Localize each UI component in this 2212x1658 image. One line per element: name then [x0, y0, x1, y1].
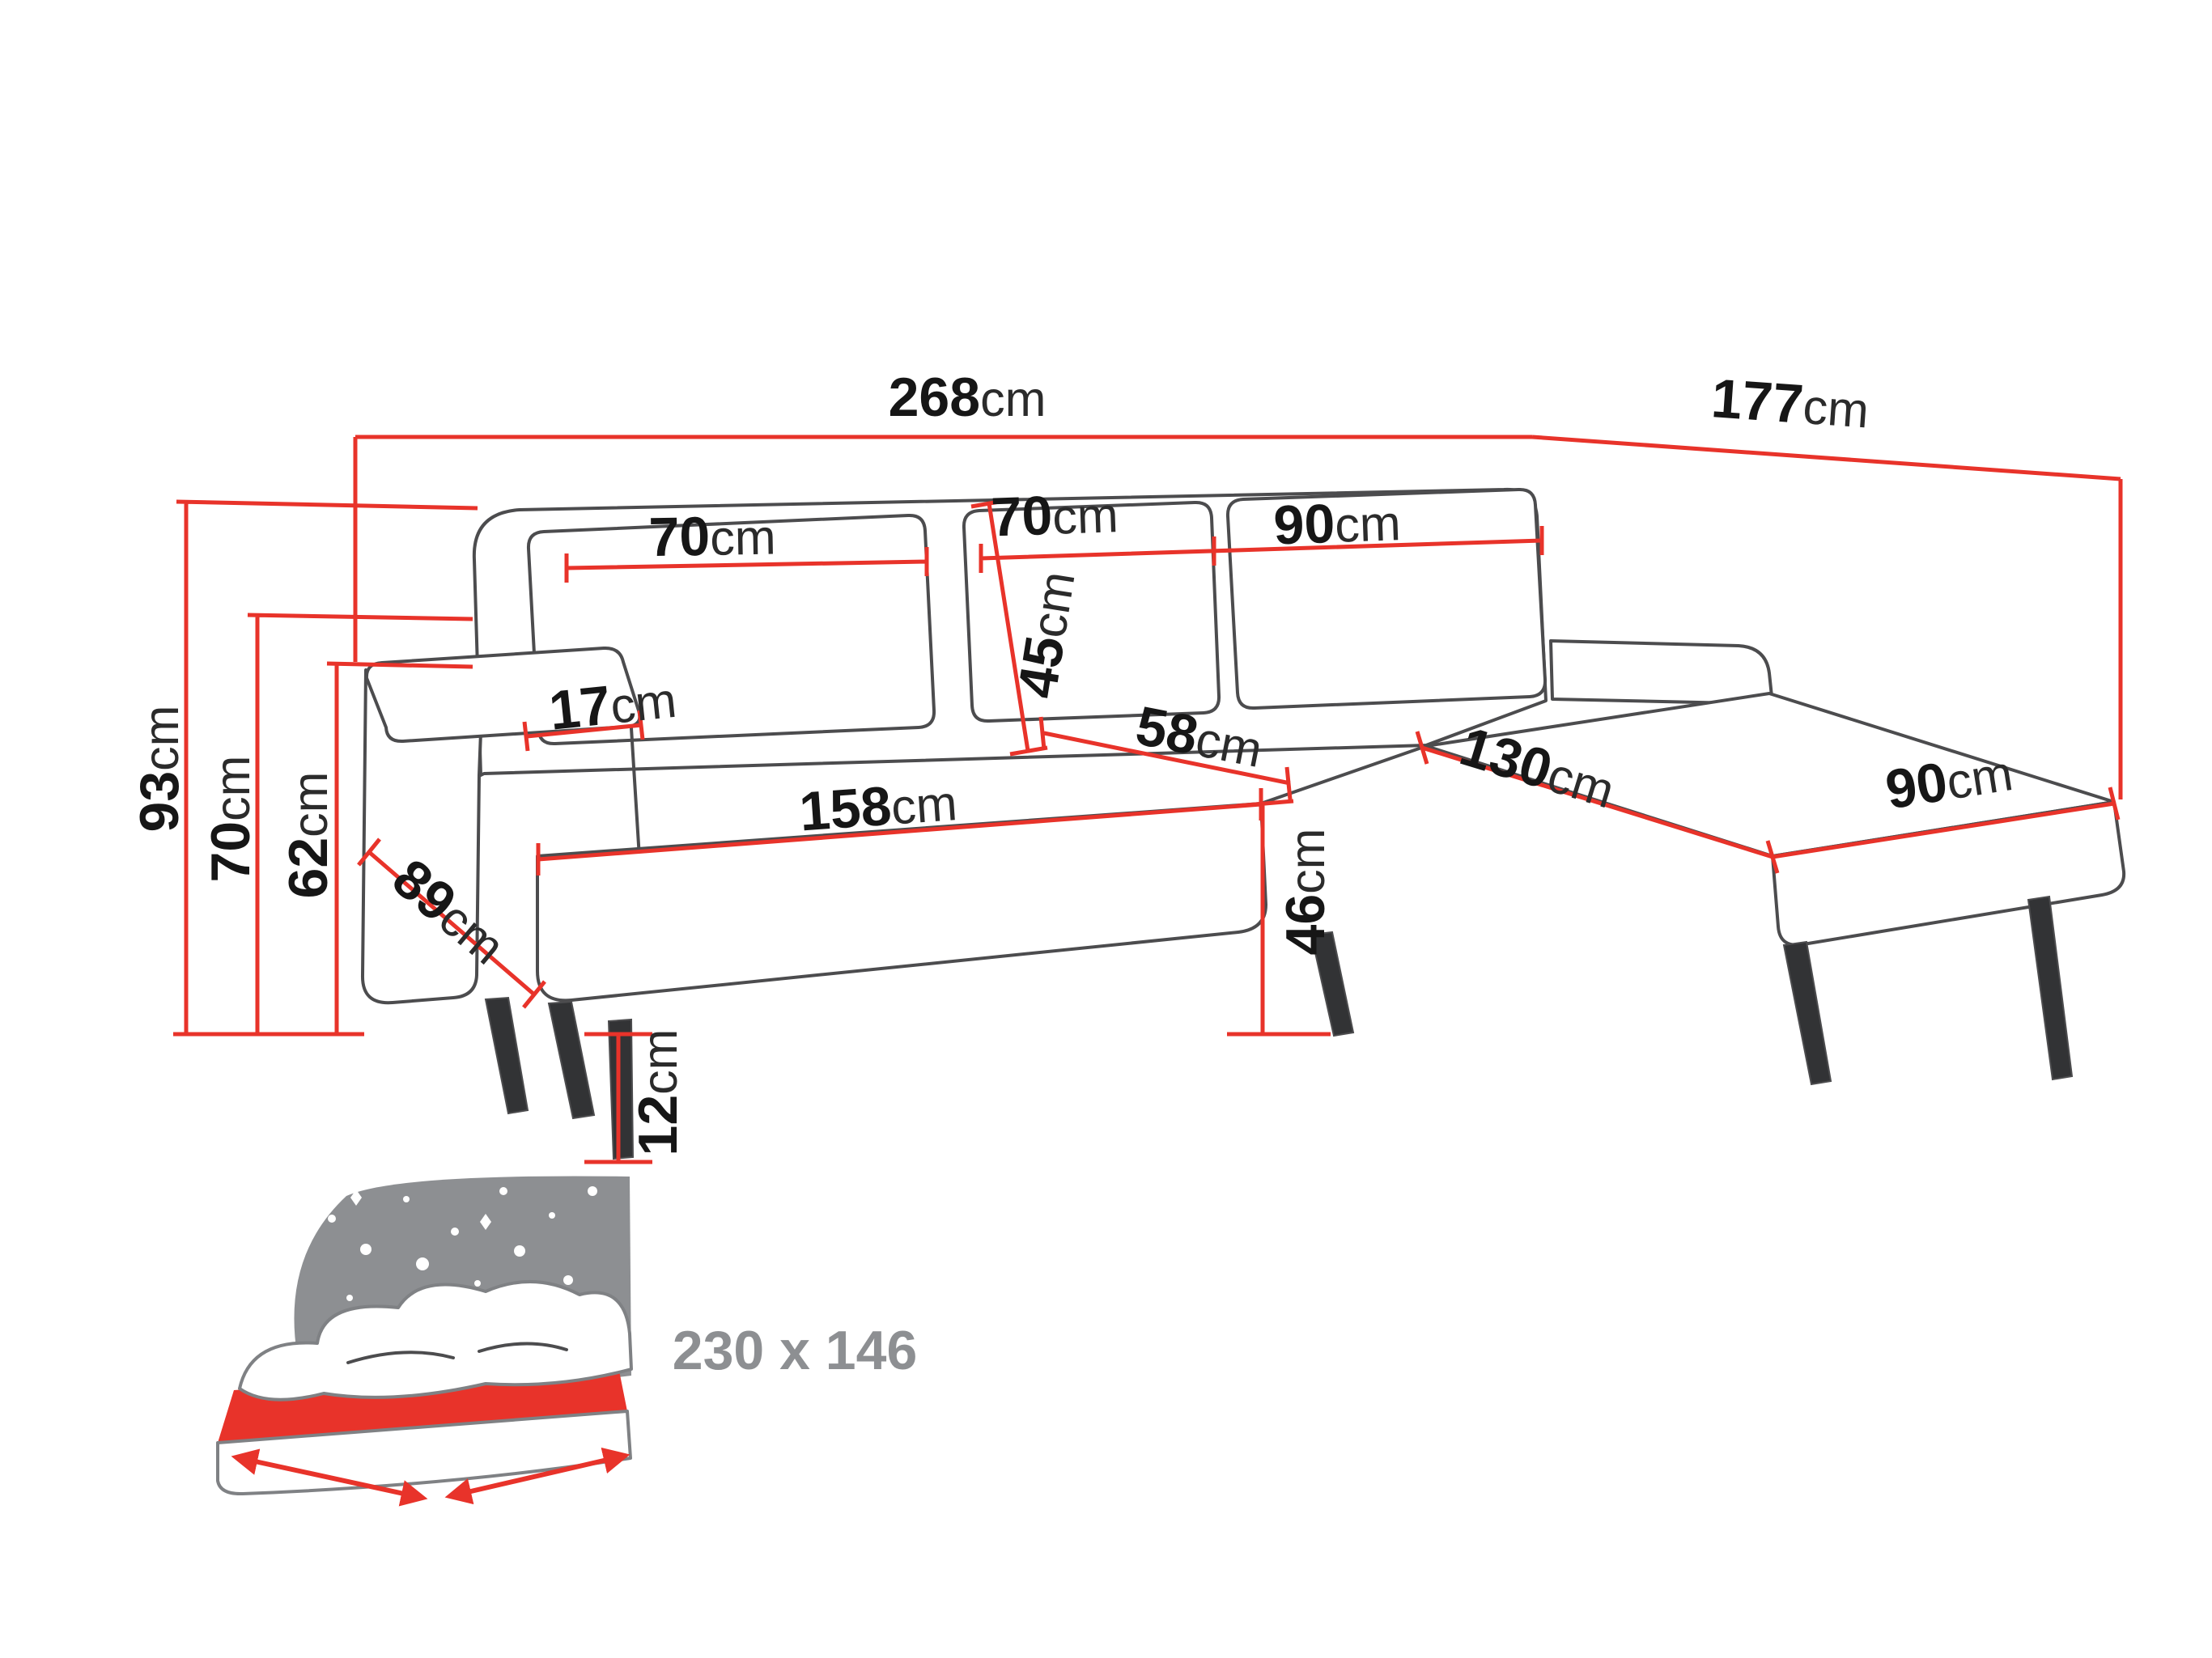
sofa-drawing	[360, 487, 2126, 1160]
star-dot	[474, 1280, 481, 1287]
label-sleeping-area: 230 x 146	[673, 1320, 918, 1381]
sofa-leg-back-left	[484, 996, 529, 1115]
label-seat-depth: 58cm	[1131, 695, 1268, 780]
sofa-chaise-arm	[1549, 639, 1774, 706]
label-armrest-width: 17cm	[546, 668, 679, 742]
label-total-depth: 177cm	[1709, 367, 1871, 439]
bed-duvet-fold	[346, 1351, 455, 1364]
dimline-armrest-width	[522, 710, 645, 752]
dimline-chaise-width	[1772, 787, 2121, 859]
sofa-leg-chaise-right	[2027, 895, 2074, 1081]
sofa-leg-measured	[607, 1018, 635, 1160]
sofa-leg-front-left	[547, 1000, 596, 1120]
bed-length-arrow	[231, 1448, 428, 1507]
star-dot	[403, 1196, 410, 1202]
dimline-armrest-height	[326, 661, 473, 1034]
label-seat-width: 158cm	[797, 770, 959, 842]
bed-duvet	[238, 1280, 633, 1401]
dimension-labels: 268cm 177cm 93cm 70cm 62cm 70cm 70cm 90c…	[129, 367, 2017, 1156]
label-back-cushion-2: 70cm	[990, 482, 1119, 548]
label-back-height: 70cm	[200, 756, 261, 883]
star-dot	[451, 1228, 459, 1236]
sofa-armrest-body	[360, 668, 482, 1005]
star-dot	[549, 1212, 555, 1219]
label-back-cushion-3: 90cm	[1272, 490, 1402, 556]
star-sparkle	[350, 1189, 362, 1206]
dimline-seat-depth	[1038, 716, 1293, 800]
bed-icon: 230 x 146	[216, 1176, 918, 1507]
dimline-total-depth	[1531, 435, 2123, 799]
star-dot	[499, 1187, 507, 1195]
star-dot	[346, 1295, 353, 1301]
dimline-back-height	[247, 613, 473, 1034]
label-chaise-width: 90cm	[1882, 740, 2017, 821]
dimline-total-width	[353, 435, 1532, 662]
sofa-leg-middle	[1310, 931, 1355, 1037]
dimline-total-height	[176, 499, 478, 1034]
dimline-leg-height	[584, 1032, 652, 1164]
star-dot	[416, 1257, 429, 1270]
sofa-armrest-side-edge	[630, 727, 641, 859]
star-sparkle	[480, 1214, 491, 1230]
star-dot	[563, 1275, 573, 1285]
label-back-cushion-1: 70cm	[648, 504, 776, 568]
star-dot	[360, 1244, 371, 1255]
dimension-lines	[173, 435, 2123, 1164]
sofa-chaise-front	[1771, 800, 2126, 947]
star-dot	[588, 1186, 597, 1196]
sofa-leg-chaise-left	[1782, 940, 1832, 1086]
bed-width-arrow	[444, 1447, 630, 1505]
label-total-height: 93cm	[129, 706, 190, 833]
star-dot	[328, 1215, 336, 1223]
label-chaise-length: 130cm	[1454, 715, 1623, 821]
star-dot	[514, 1245, 525, 1257]
label-armrest-height: 62cm	[278, 772, 339, 899]
dimline-seat-height	[1227, 799, 1331, 1037]
label-cushion-height: 45cm	[1006, 567, 1087, 702]
dimline-cushion-height	[970, 498, 1048, 757]
bed-duvet-fold	[478, 1342, 568, 1353]
sofa-seat-front	[536, 802, 1267, 1003]
dimline-side-depth	[357, 837, 546, 1009]
label-leg-height: 12cm	[627, 1029, 689, 1156]
label-seat-height: 46cm	[1275, 829, 1336, 956]
label-total-width: 268cm	[889, 367, 1047, 428]
dimline-back-cushions	[564, 526, 1544, 583]
